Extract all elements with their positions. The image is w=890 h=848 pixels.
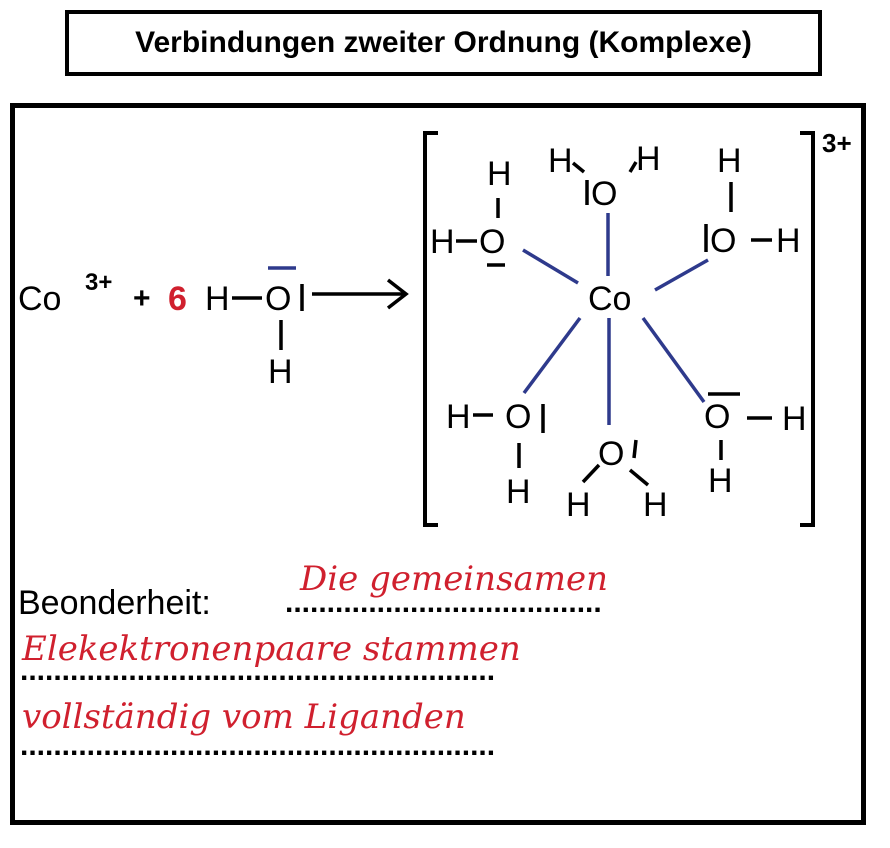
left-bracket (423, 131, 438, 527)
ligand-bottom: O H H (566, 435, 668, 524)
ligand-lower-right: O H H (704, 392, 807, 500)
note-section: Beonderheit: ...........................… (18, 559, 608, 762)
title-box: Verbindungen zweiter Ordnung (Komplexe) (65, 10, 822, 76)
reaction-arrow-icon (312, 278, 409, 310)
answer-line-dots: ........................................… (20, 729, 495, 762)
answer-line-dots: ........................................… (20, 654, 495, 687)
bond-upper-left (522, 248, 579, 285)
hydrogen-atom: H (506, 473, 531, 511)
oxygen-atom: O (591, 175, 617, 213)
stoichiometric-coefficient: 6 (168, 280, 187, 318)
ligand-upper-right: H O H (704, 142, 801, 260)
coordinate-bonds (522, 213, 709, 425)
ligand-upper-left: H H O (430, 155, 512, 267)
central-atom-cobalt: Co (588, 280, 631, 318)
hydrogen-atom: H (776, 222, 801, 260)
bond-lower-left (522, 316, 582, 395)
ligand-top: H H O (548, 140, 661, 213)
hydrogen-atom: H (548, 142, 573, 180)
oxygen-atom: O (704, 398, 730, 436)
ligand-lower-left: H O H (446, 398, 545, 511)
oxygen-atom: O (505, 398, 531, 436)
complex-charge: 3+ (822, 128, 852, 158)
reactant-metal-ion: Co 3+ (18, 269, 112, 318)
content-frame (10, 103, 866, 825)
bond-lower-right (641, 316, 706, 404)
metal-charge: 3+ (85, 269, 112, 296)
hydrogen-atom: H (487, 155, 512, 193)
hydrogen-atom: H (430, 223, 455, 261)
answer-line-3: vollständig vom Liganden (22, 697, 466, 737)
hydrogen-atom: H (446, 398, 471, 436)
hydrogen-atom: H (636, 140, 661, 178)
reactant-water-molecule: H O H (205, 266, 304, 391)
answer-line-dots: ...................................... (285, 586, 602, 619)
note-label: Beonderheit: (18, 584, 211, 622)
hydrogen-atom: H (566, 486, 591, 524)
oxygen-atom: O (598, 435, 624, 473)
oxygen-atom: O (265, 280, 291, 318)
hydrogen-atom: H (717, 142, 742, 180)
hydrogen-atom: H (268, 353, 293, 391)
hydrogen-atom: H (708, 462, 733, 500)
hydrogen-atom: H (782, 400, 807, 438)
oxygen-atom: O (710, 222, 736, 260)
metal-symbol: Co (18, 280, 61, 318)
right-bracket (800, 131, 815, 527)
lone-pair (632, 439, 638, 459)
hydrogen-atom: H (643, 486, 668, 524)
bond-upper-right (654, 258, 709, 292)
plus-sign: + (133, 282, 151, 315)
page-title: Verbindungen zweiter Ordnung (Komplexe) (135, 26, 752, 59)
oxygen-atom: O (479, 223, 505, 261)
answer-line-1: Die gemeinsamen (299, 559, 608, 599)
answer-line-2: Elekektronenpaare stammen (21, 629, 521, 669)
hydrogen-atom: H (205, 280, 230, 318)
